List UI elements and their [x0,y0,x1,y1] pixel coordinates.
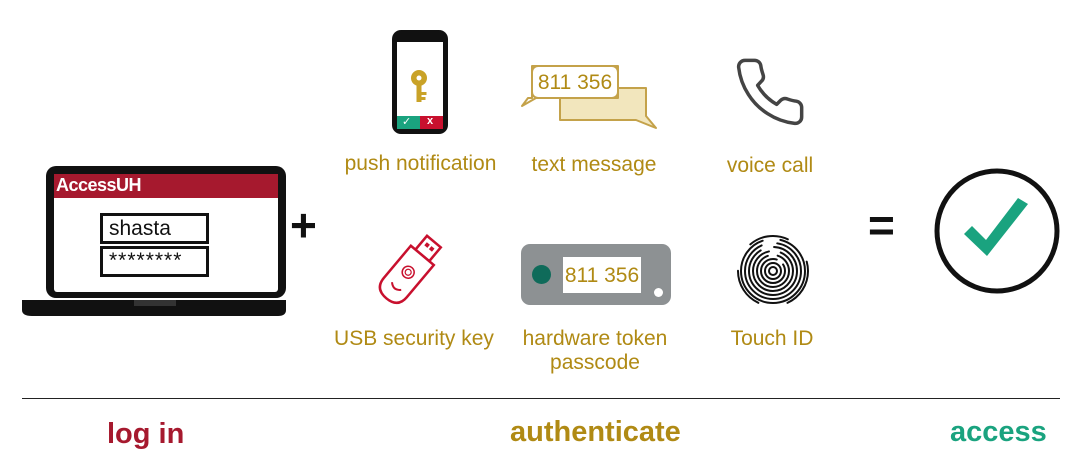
phone-handset-icon [732,54,808,130]
caption-authenticate: authenticate [510,416,681,448]
access-check-icon [932,166,1062,296]
accessuh-brand: AccessUH [56,175,142,195]
voice-call-label: voice call [726,154,814,177]
password-value: ******** [109,249,183,272]
hardware-token-label-line1: hardware token [522,327,668,350]
divider-line [22,398,1060,399]
usb-key-icon [370,234,452,310]
fingerprint-icon [736,234,810,308]
username-value: shasta [109,217,171,240]
text-message-label: text message [531,153,657,176]
smartphone-icon [390,28,450,136]
token-led-icon [532,265,551,284]
caption-login: log in [107,418,185,450]
password-field[interactable]: ******** [100,246,209,277]
token-button-icon [654,288,663,297]
usb-security-key-label: USB security key [334,327,494,350]
token-code: 811 356 [564,264,640,287]
push-confirm-glyph: ✓ [402,116,412,128]
push-notification-label: push notification [344,152,497,175]
push-deny-glyph: x [427,115,434,127]
hardware-token-icon [521,244,671,305]
chat-bubbles-icon [518,62,662,132]
sms-code: 811 356 [537,71,613,94]
plus-operator: + [290,199,317,251]
token-screen [563,257,641,293]
equals-operator: = [868,199,895,251]
touch-id-label: Touch ID [730,327,814,350]
caption-access: access [950,416,1047,448]
hardware-token-label-line2: passcode [550,351,640,374]
username-field[interactable]: shasta [100,213,209,244]
